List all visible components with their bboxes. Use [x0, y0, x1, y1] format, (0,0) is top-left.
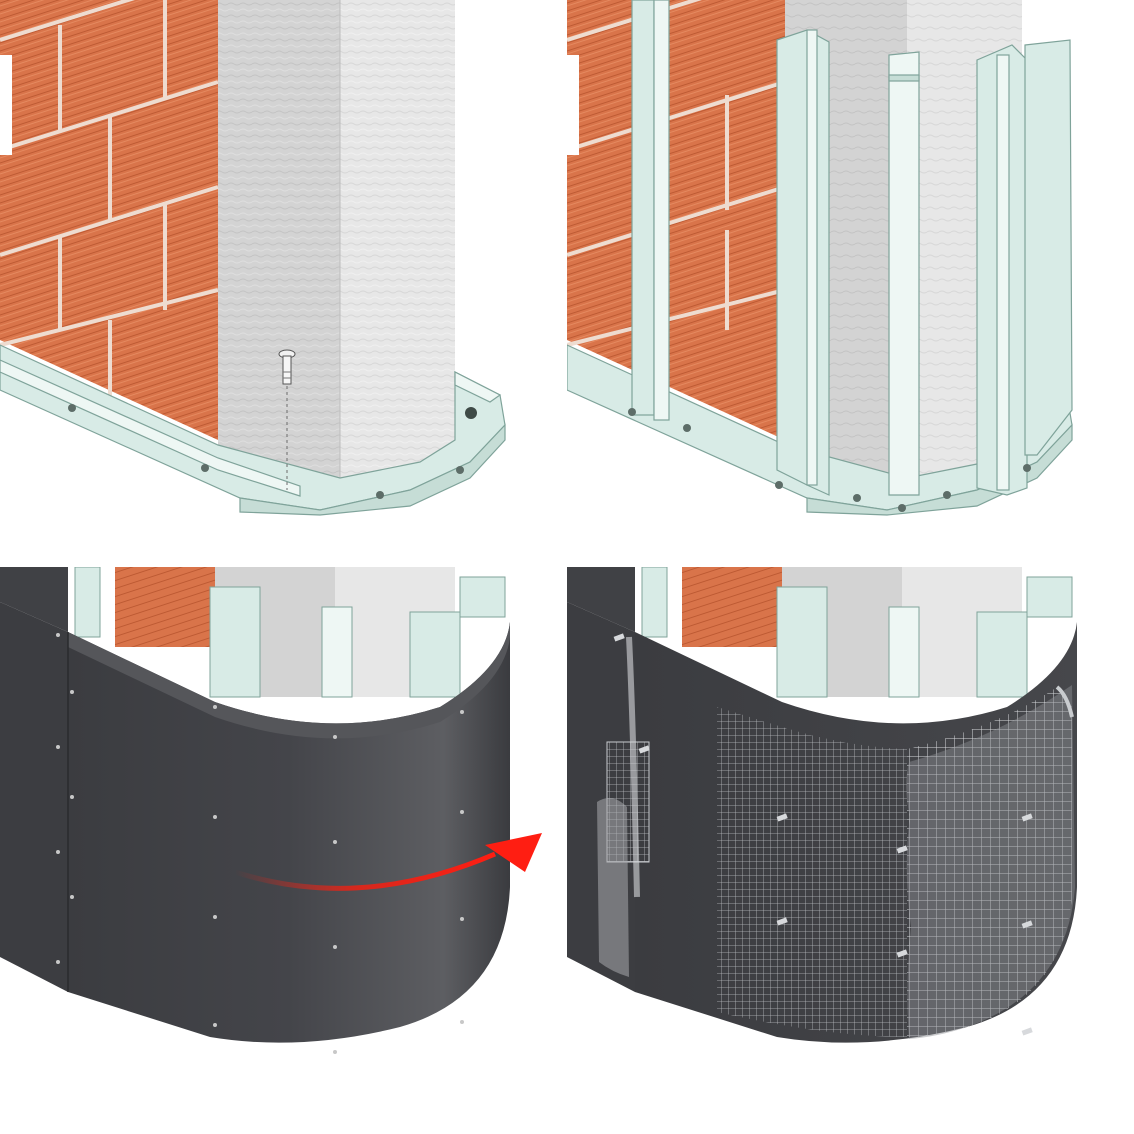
- bending-direction-arrow: [234, 833, 542, 891]
- screw-hole: [683, 424, 691, 432]
- c-stud: [888, 51, 920, 496]
- fastener-dot: [56, 850, 60, 854]
- c-stud: [976, 44, 1028, 496]
- panel-step-1: [0, 0, 567, 567]
- anchor-mark: [776, 917, 788, 926]
- fastener-dot: [460, 710, 464, 714]
- base-track-rail: [0, 344, 506, 516]
- step-1-illustration: [0, 0, 506, 516]
- screw-hole: [68, 404, 76, 412]
- screw-hole: [853, 494, 861, 502]
- fastener-dot: [333, 945, 337, 949]
- anchor-mark: [1021, 1027, 1033, 1036]
- screw-hole: [628, 408, 636, 416]
- panel-step-4: [567, 567, 1134, 1134]
- fastener-dot: [70, 795, 74, 799]
- fastener-dot: [213, 1023, 217, 1027]
- fastener-dot: [213, 915, 217, 919]
- step-4-illustration: [567, 567, 1077, 1043]
- vertical-c-studs: [631, 0, 1073, 496]
- panel-step-2: [567, 0, 1134, 567]
- mesh-anchors: [613, 633, 1033, 1036]
- brick-wall: [567, 0, 786, 440]
- anchor-mark: [896, 845, 908, 854]
- fastener-dot: [213, 705, 217, 709]
- screw-hole: [465, 407, 477, 419]
- fastener-dot: [56, 745, 60, 749]
- fastener-dot: [333, 735, 337, 739]
- insulation-column: [218, 0, 455, 478]
- anchor-mark: [1021, 920, 1033, 929]
- screw-hole: [456, 466, 464, 474]
- fastener-dot: [56, 960, 60, 964]
- screw-hole: [201, 464, 209, 472]
- fastener-dot: [213, 815, 217, 819]
- fastener-dot: [56, 633, 60, 637]
- screw-hole: [898, 504, 906, 512]
- joint-mesh-tape: [597, 636, 650, 977]
- reinforcing-mesh: [717, 687, 1072, 1037]
- fastener-dot: [460, 810, 464, 814]
- screw-hole: [943, 491, 951, 499]
- fastener-dot: [333, 840, 337, 844]
- step-3-illustration: [0, 567, 542, 1054]
- fastener-dot: [460, 1020, 464, 1024]
- dark-cement-board: [0, 567, 510, 1043]
- anchor-mark: [1021, 813, 1033, 822]
- exposed-wall-top: [74, 567, 506, 698]
- anchor-mark: [638, 745, 650, 754]
- c-stud: [776, 29, 830, 496]
- fastener-dot: [460, 917, 464, 921]
- fastener-dot: [70, 690, 74, 694]
- board-fasteners: [56, 633, 464, 1054]
- c-stud: [1024, 39, 1073, 456]
- exposed-wall-top: [641, 567, 1073, 698]
- c-stud: [631, 0, 670, 421]
- anchor-mark: [776, 813, 788, 822]
- fastener-holes: [628, 408, 1031, 512]
- fastener-dot: [70, 895, 74, 899]
- screw-hole: [1023, 464, 1031, 472]
- panel-step-3: [0, 567, 567, 1134]
- step-2-illustration: [567, 0, 1073, 516]
- fastener-holes: [68, 404, 477, 499]
- anchor-mark: [613, 633, 625, 642]
- screw-hole: [376, 491, 384, 499]
- screw-hole: [775, 481, 783, 489]
- base-coat-render: [906, 685, 1075, 1039]
- screw-anchor: [278, 349, 296, 490]
- fastener-dot: [333, 1050, 337, 1054]
- anchor-mark: [896, 949, 908, 958]
